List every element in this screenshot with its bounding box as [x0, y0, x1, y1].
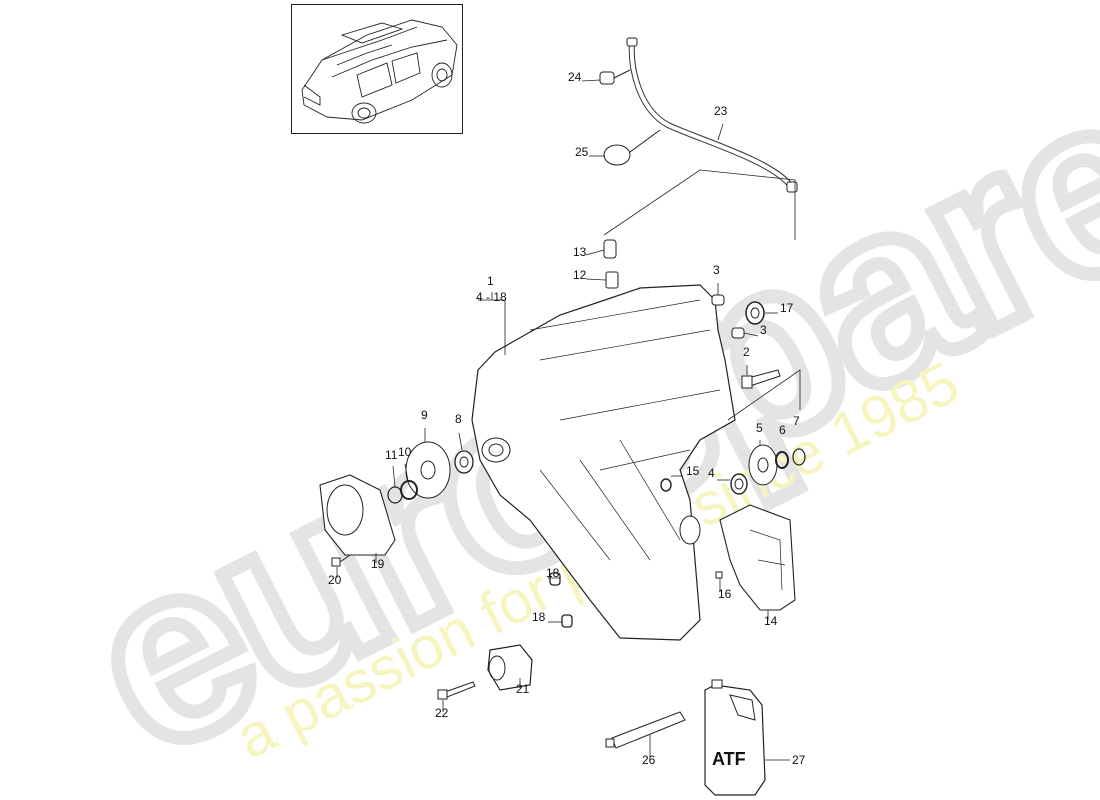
part-callout-18[interactable]: 18 [532, 610, 546, 624]
part-callout-27[interactable]: 27 [792, 753, 806, 767]
car-icon [301, 19, 458, 124]
part-callout-2[interactable]: 2 [743, 345, 750, 359]
actuator-part-14 [719, 504, 796, 611]
part-callout-21[interactable]: 21 [516, 682, 530, 696]
transfer-case-housing [471, 284, 736, 641]
bearing-part-4 [730, 473, 748, 495]
part-callout-23[interactable]: 23 [714, 104, 728, 118]
bolt-part-20 [331, 557, 341, 567]
clamp-part-25 [603, 144, 631, 166]
part-callout-19[interactable]: 19 [371, 557, 385, 571]
part-callout-4-18[interactable]: 4 - 18 [476, 290, 507, 304]
ring-part-11 [387, 486, 403, 504]
part-callout-10[interactable]: 10 [398, 445, 412, 459]
part-callout-6[interactable]: 6 [779, 423, 786, 437]
part-callout-17[interactable]: 17 [780, 301, 794, 315]
part-callout-22[interactable]: 22 [435, 706, 449, 720]
part-callout-14[interactable]: 14 [764, 614, 778, 628]
part-callout-12[interactable]: 12 [573, 268, 587, 282]
screw-part-16 [715, 571, 723, 579]
nut-part-18a [549, 572, 561, 586]
part-callout-1[interactable]: 1 [487, 274, 494, 288]
sealant-tube-part-26 [611, 711, 686, 749]
part-callout-26[interactable]: 26 [642, 753, 656, 767]
part-callout-16[interactable]: 16 [718, 587, 732, 601]
atf-label: ATF [712, 749, 746, 769]
cover-part-19 [319, 474, 396, 556]
shim-part-9 [405, 441, 451, 499]
ring-part-6 [775, 451, 789, 469]
bushing-part-3b [731, 327, 745, 339]
part-callout-24[interactable]: 24 [568, 70, 582, 84]
ring-part-15 [660, 478, 672, 492]
washer-part-8 [454, 450, 474, 474]
part-callout-9[interactable]: 9 [421, 408, 428, 422]
part-callout-15[interactable]: 15 [686, 464, 700, 478]
sleeve-part-12 [605, 271, 619, 289]
ring-part-7 [792, 448, 806, 466]
part-callout-13[interactable]: 13 [573, 245, 587, 259]
bolt-part-2 [747, 369, 781, 387]
seal-part-17 [745, 301, 765, 325]
nut-part-18b [561, 614, 573, 628]
part-callout-18[interactable]: 18 [546, 566, 560, 580]
part-callout-20[interactable]: 20 [328, 573, 342, 587]
shim-part-5 [748, 444, 778, 486]
bushing-part-3a [711, 294, 725, 306]
clip-part-24 [599, 71, 615, 85]
plug-part-13 [603, 239, 617, 259]
part-callout-4[interactable]: 4 [708, 466, 715, 480]
part-callout-11[interactable]: 11 [385, 448, 398, 462]
vehicle-thumbnail [291, 4, 463, 134]
part-callout-25[interactable]: 25 [575, 145, 589, 159]
part-callout-3[interactable]: 3 [713, 263, 720, 277]
part-callout-7[interactable]: 7 [793, 414, 800, 428]
part-callout-5[interactable]: 5 [756, 421, 763, 435]
atf-container-part-27 [704, 684, 766, 796]
bolt-part-22 [444, 681, 476, 698]
part-callout-8[interactable]: 8 [455, 412, 462, 426]
part-callout-3[interactable]: 3 [760, 323, 767, 337]
